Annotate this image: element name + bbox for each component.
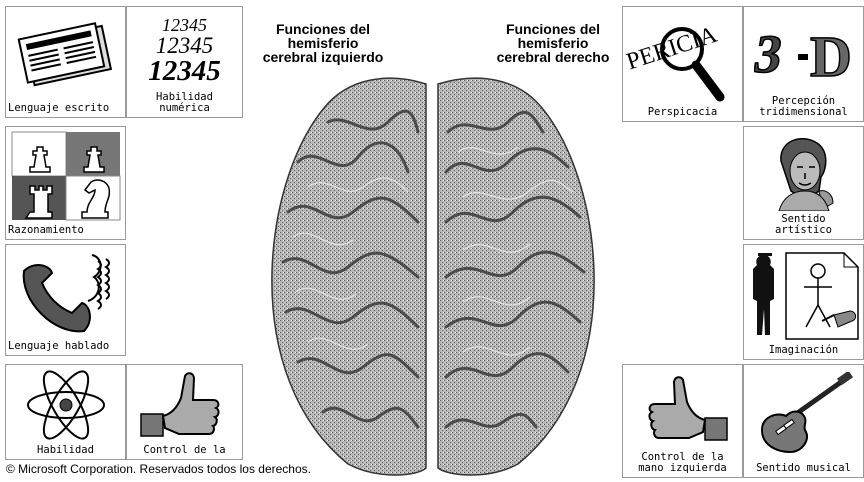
number-line-2: 12345 <box>155 32 214 58</box>
copyright-notice: © Microsoft Corporation. Reservados todo… <box>6 462 311 476</box>
control-mano-izquierda-button[interactable]: Control de la mano izquierda <box>622 364 743 478</box>
number-line-1: 12345 <box>162 14 207 35</box>
tile-label: Control de la <box>143 444 226 456</box>
right-hemisphere <box>437 77 595 476</box>
brain-illustration <box>271 77 595 476</box>
lenguaje-hablado-button[interactable]: Lenguaje hablado <box>5 244 126 356</box>
3d-icon: 3 D <box>754 23 853 90</box>
tile-label: Habilidad <box>37 444 94 456</box>
svg-text:D: D <box>810 24 852 89</box>
sentido-artistico-button[interactable]: Sentido artístico <box>743 126 864 240</box>
number-line-3: 12345 <box>148 54 221 87</box>
tile-label: Habilidad numérica <box>156 91 213 114</box>
tile-label: Lenguaje hablado <box>8 340 110 352</box>
svg-text:3: 3 <box>754 24 787 84</box>
tile-label: Sentido musical <box>756 462 851 474</box>
tile-label: Lenguaje escrito <box>8 102 110 114</box>
atom-icon <box>26 370 105 440</box>
habilidad-cientifica-button[interactable]: Habilidad <box>5 364 126 460</box>
tile-label: Imaginación <box>768 344 839 356</box>
newspaper-icon <box>17 22 112 87</box>
guitar-icon <box>760 372 853 454</box>
habilidad-numerica-button[interactable]: 12345 12345 12345 Habilidad numérica <box>126 6 243 118</box>
imaginacion-button[interactable]: Imaginación <box>743 244 864 360</box>
sentido-musical-button[interactable]: Sentido musical <box>743 364 864 478</box>
thumbs-up-hand-icon <box>648 375 728 441</box>
tile-label: Razonamiento <box>8 224 84 236</box>
percepcion-tridimensional-button[interactable]: 3 D Percepción tridimensional <box>743 6 864 122</box>
drawing-icon <box>752 252 859 340</box>
perspicacia-button[interactable]: PERICIA Perspicacia <box>622 6 743 122</box>
tile-label: Control de la mano izquierda <box>638 451 727 474</box>
thumbs-up-hand-icon <box>139 372 219 437</box>
left-hemisphere <box>271 77 427 476</box>
chess-icon <box>11 131 120 221</box>
magnifier-icon: PERICIA <box>624 22 724 102</box>
right-hemisphere-heading: Funciones del hemisferio cerebral derech… <box>496 21 610 65</box>
lenguaje-escrito-button[interactable]: Lenguaje escrito <box>5 6 126 118</box>
left-hemisphere-heading: Funciones del hemisferio cerebral izquie… <box>262 21 384 65</box>
telephone-icon <box>22 254 110 333</box>
tile-label: Percepción tridimensional <box>759 95 848 118</box>
control-mano-derecha-button[interactable]: Control de la <box>126 364 243 460</box>
portrait-icon <box>777 137 834 211</box>
tile-label: Sentido artístico <box>775 213 832 236</box>
tile-label: Perspicacia <box>647 106 718 118</box>
razonamiento-button[interactable]: Razonamiento <box>5 126 126 240</box>
